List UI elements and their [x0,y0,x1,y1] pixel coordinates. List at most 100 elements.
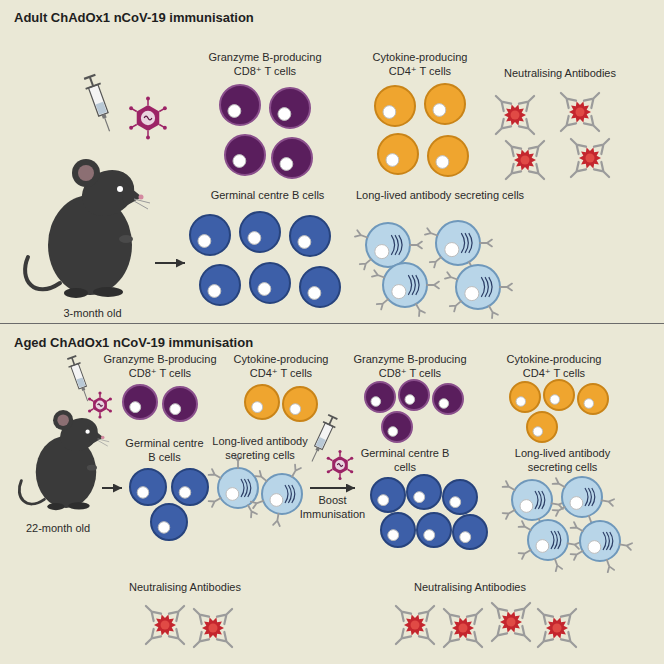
mouse-illustration [19,410,109,510]
er-membrane [248,479,251,497]
syringe-needle [105,118,110,131]
cell-body [453,515,487,549]
er-membrane [542,491,545,509]
mouse-foot [93,287,123,297]
secreted-antibody [553,507,565,516]
germinal-centre-b-cell [381,513,415,547]
germinal-centre-b-cell [371,478,405,512]
cell-nucleus [298,236,311,249]
spike-antigen [452,618,474,639]
cell-nucleus [388,530,399,541]
er-membrane [288,485,291,503]
cell-nucleus [308,287,321,300]
cd8-t-cell [399,380,429,410]
virus-knob [129,126,133,130]
er-membrane [412,275,415,295]
germinal-centre-b-cell [190,215,230,255]
syringe-barrel [315,423,333,450]
cell-group: Long-lived antibody secreting cells [510,446,615,546]
antibody-y [561,632,576,647]
cd8-t-cell [272,138,312,178]
cell-nucleus [179,487,191,499]
cd4-t-cell [245,385,279,419]
antibody-y [571,162,586,177]
antibody-y [444,609,459,624]
mouse-ear [53,410,73,430]
antibody-y [515,603,530,618]
cell-nucleus [414,492,425,503]
virus-knob [146,97,150,101]
adenovirus-vector [327,450,354,480]
cell-body [130,469,166,505]
cd8-t-cell [225,135,265,175]
cell-group: Long-lived antibody secreting cells [210,434,310,534]
secreted-antibody [372,270,384,277]
group-label: Neutralising Antibodies [400,580,540,594]
cd8-t-cell [220,85,260,125]
germinal-centre-b-cell [407,475,441,509]
virus-knob [98,391,101,394]
antibody-group: Neutralising Antibodies [115,580,255,655]
er-membrane [558,531,561,549]
virus-knob [88,397,91,400]
er-membrane [465,233,468,253]
germinal-centre-b-cell [453,515,487,549]
virus-knob [327,457,330,460]
antibody-secreting-cell [209,456,258,517]
er-membrane [592,488,595,506]
cell-body [510,382,540,412]
secreted-antibody [209,469,221,478]
er-membrane [241,479,244,497]
antibody-y [571,139,586,154]
germinal-centre-b-cell [250,263,290,303]
syringe-barrel [71,364,87,389]
virus-knob [163,126,167,130]
antibody-secreting-cell [372,263,439,316]
edge-label: Boost Immunisation [295,493,371,521]
secreted-antibody [209,498,221,507]
cell-nucleus [405,395,415,405]
germinal-centre-b-cell [130,469,166,505]
antibody-y [467,632,482,647]
group-label: Germinal centre B cells [185,188,350,202]
cell-nucleus [433,104,446,117]
antibody-secreting-cell [571,521,632,572]
cell-body [270,88,310,128]
cell-group: Granzyme B-producing CD8⁺ T cells [351,352,469,412]
virus-knob [98,415,101,418]
cell-body [383,263,427,307]
antibody-y [419,629,434,644]
cell-nucleus [228,105,241,118]
cell-group: Germinal centre B cells [185,188,350,313]
virus-knob [109,397,112,400]
secreted-antibody [519,550,531,559]
cell-body [378,134,418,174]
group-label: Granzyme B-producing CD8⁺ T cells [206,50,324,78]
secreted-antibody [445,272,457,279]
spike-antigen [569,102,591,123]
spike-core [161,621,170,630]
antibody-y [506,164,521,179]
antibody-y [194,609,209,624]
cell-body [220,85,260,125]
cell-group: Granzyme B-producing CD8⁺ T cells [101,352,219,427]
spike-core [411,621,420,630]
cd4-t-cell [510,382,540,412]
secreted-antibody [568,542,580,549]
virus-knob [327,470,330,473]
virus-capsid [332,456,348,474]
er-membrane [606,532,609,550]
er-membrane [551,531,554,549]
mouse-snout [88,424,104,444]
age-label: 3-month old [30,306,155,320]
syringe-icon [82,74,117,134]
cell-body [250,263,290,303]
cell-nucleus [424,530,435,541]
cell-group: Cytokine-producing CD4⁺ T cells [495,352,613,412]
cell-body [262,474,302,514]
group-label: Cytokine-producing CD4⁺ T cells [361,50,479,78]
mouse-ear [72,159,100,187]
spike-core [459,624,468,633]
cell-body [382,412,412,442]
